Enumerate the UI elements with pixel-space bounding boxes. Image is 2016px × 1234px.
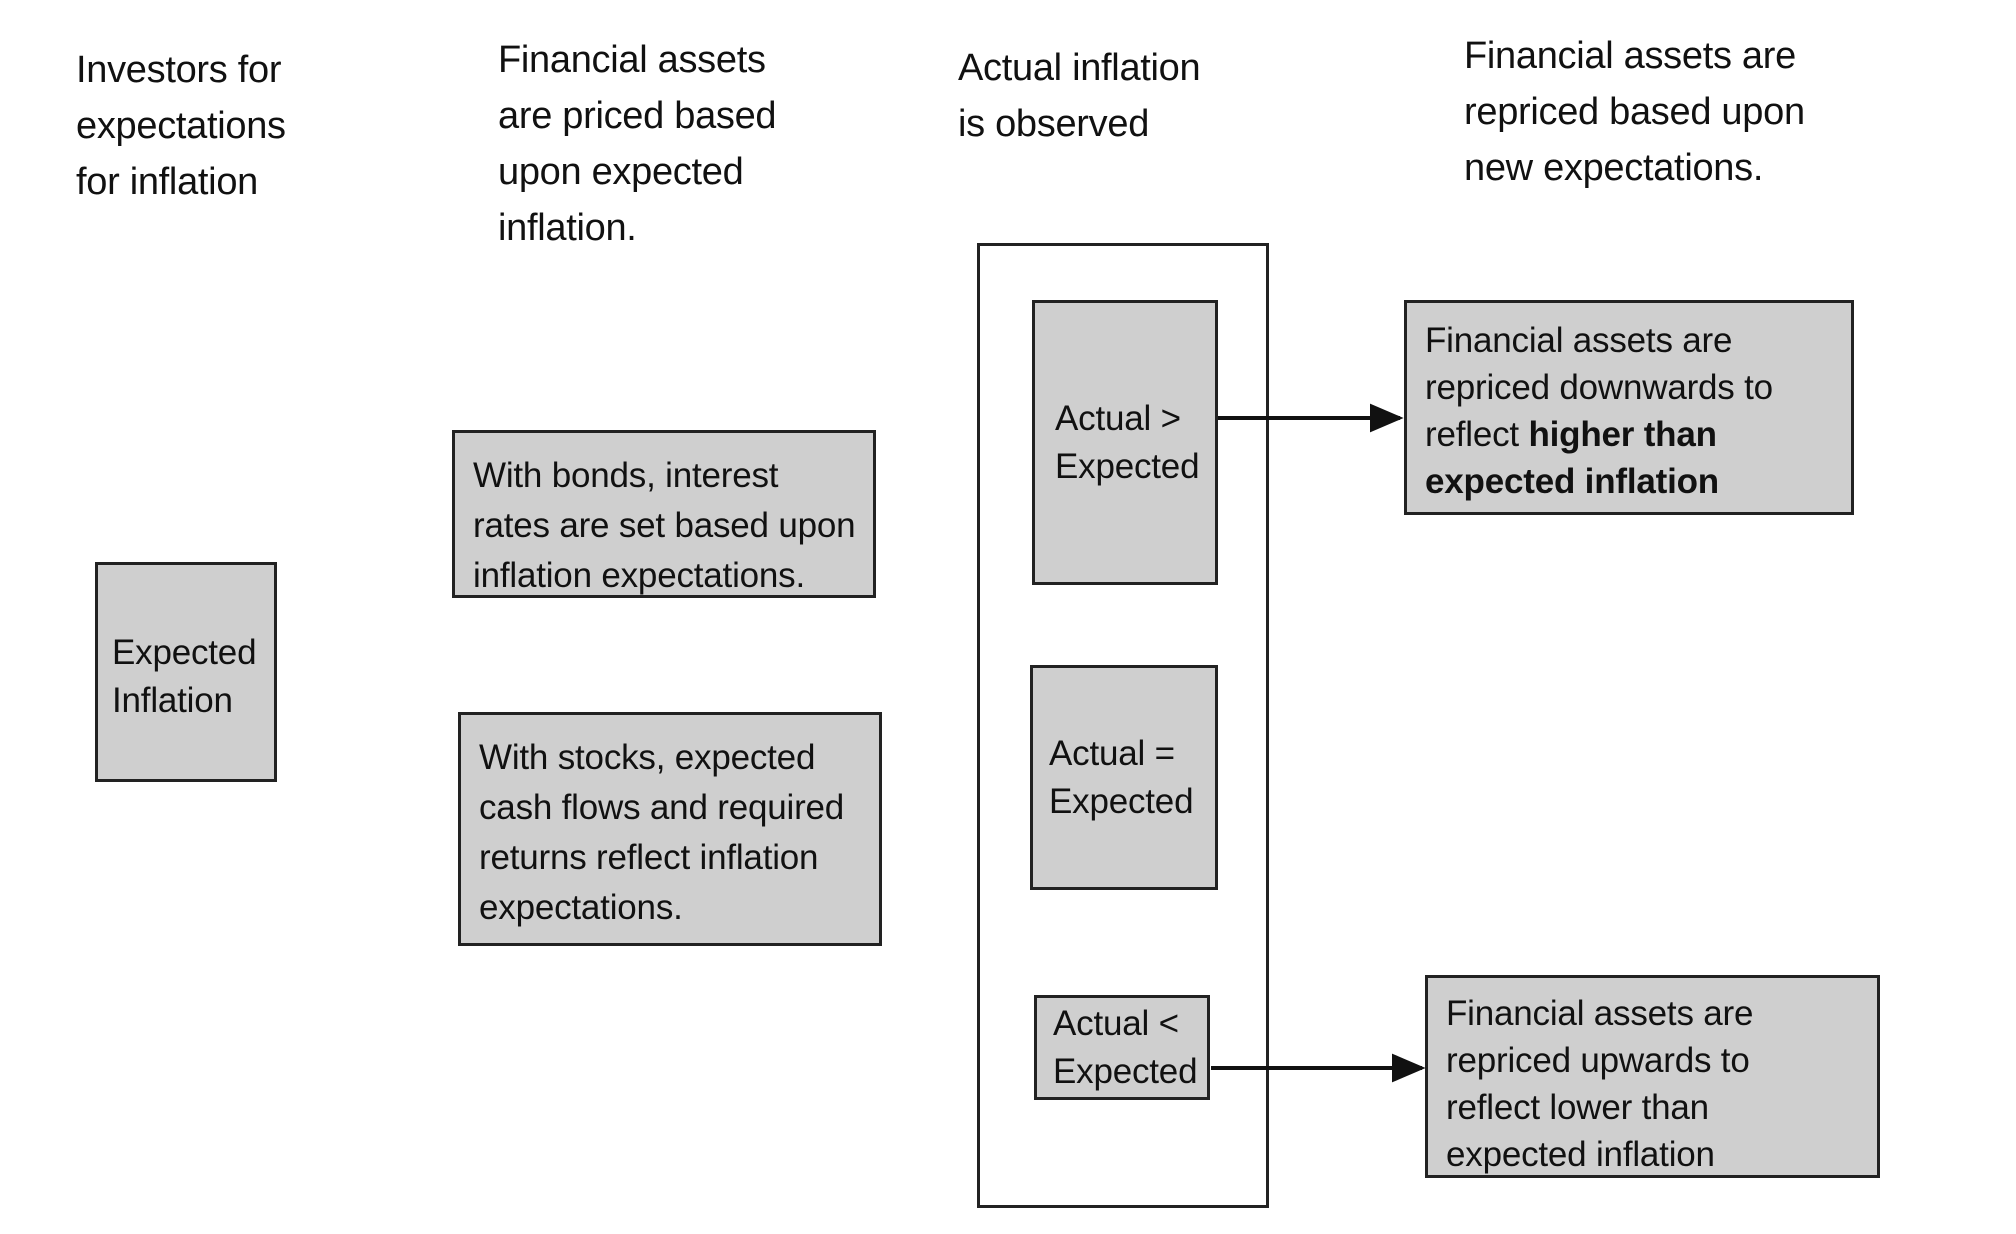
box-bonds-interest-rates: With bonds, interest rates are set based… (452, 430, 876, 598)
repriced-down-lead-text: Financial assets are repriced downwards … (1425, 321, 1773, 454)
column-header-actual-inflation-observed: Actual inflation is observed (958, 47, 1201, 145)
box-actual-greater-than-expected: Actual > Expected (1032, 300, 1218, 585)
box-stocks-cash-flows: With stocks, expected cash flows and req… (458, 712, 882, 946)
column-header-assets-repriced: Financial assets are repriced based upon… (1464, 35, 1805, 189)
box-actual-equals-expected: Actual = Expected (1030, 665, 1218, 890)
box-actual-less-than-expected: Actual < Expected (1034, 995, 1210, 1100)
box-repriced-upwards: Financial assets are repriced upwards to… (1425, 975, 1880, 1178)
box-repriced-downwards: Financial assets are repriced downwards … (1404, 300, 1854, 515)
repriced-down-emphasis-text: higher than expected inflation (1425, 415, 1719, 501)
column-header-assets-priced: Financial assets are priced based upon e… (498, 39, 777, 249)
box-expected-inflation: Expected Inflation (95, 562, 277, 782)
outcome-container (977, 243, 1269, 1208)
column-header-investors: Investors for expectations for inflation (76, 49, 286, 203)
